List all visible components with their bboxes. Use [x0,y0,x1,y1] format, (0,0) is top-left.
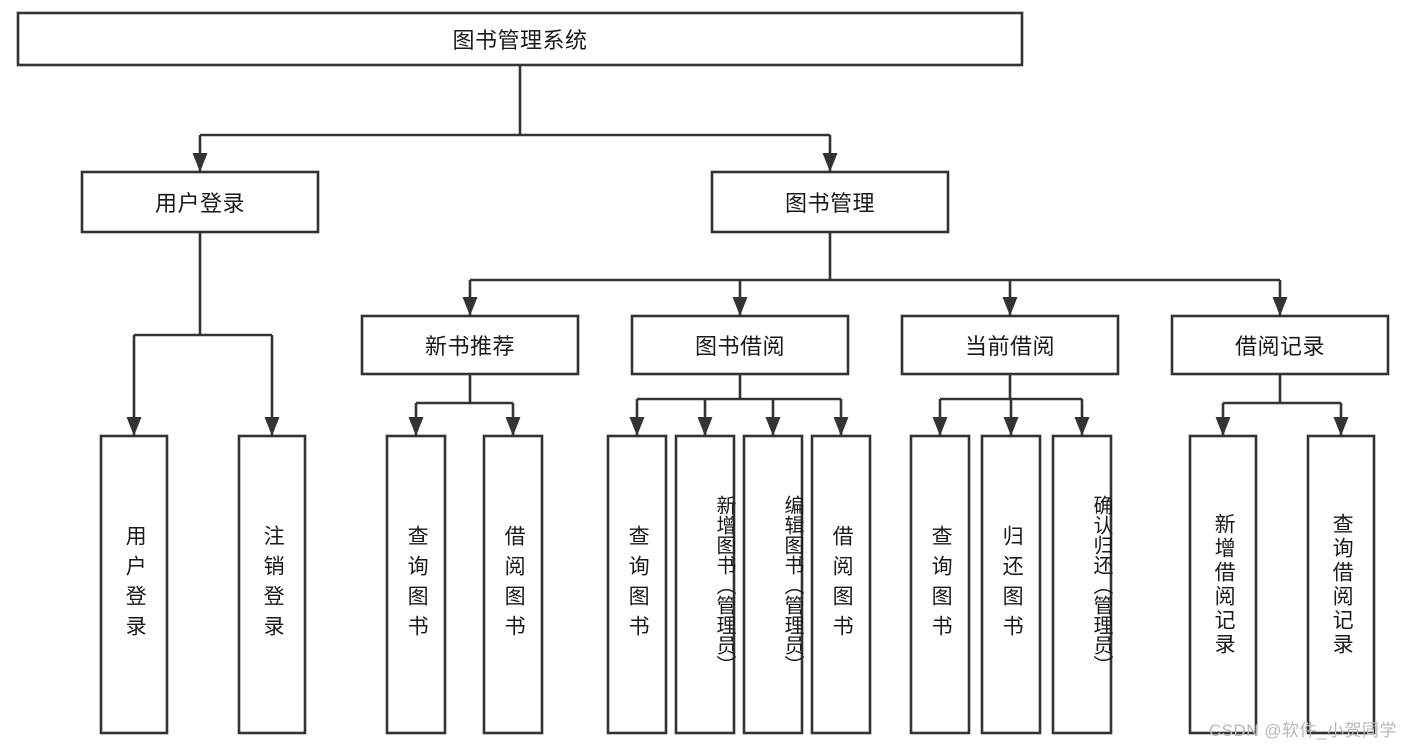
arrow-head-icon [1215,417,1231,436]
arrow-head-icon [697,417,713,436]
arrow-head-icon [822,153,838,172]
arrow-head-icon [629,417,645,436]
node-box-leaf-bw-edit[interactable] [742,434,804,735]
connector-layer [126,65,1349,436]
node-box-leaf-user-logout[interactable] [237,434,307,735]
arrow-head-icon [408,417,424,436]
node-box-current[interactable] [900,314,1120,376]
arrow-head-icon [1003,417,1019,436]
node-box-leaf-user-login[interactable] [99,434,169,735]
arrow-head-icon [765,417,781,436]
node-box-newbook[interactable] [360,314,580,376]
node-box-layer [16,11,1390,735]
node-box-leaf-bw-borrow[interactable] [810,434,872,735]
arrow-head-icon [126,417,142,436]
arrow-head-icon [462,297,478,316]
arrow-head-icon [192,153,208,172]
csdn-watermark: CSDN @软件_小贺同学 [1208,721,1397,740]
node-box-borrow[interactable] [630,314,850,376]
node-box-login[interactable] [80,170,320,234]
node-box-leaf-nb-borrow[interactable] [482,434,544,735]
arrow-head-icon [732,297,748,316]
arrow-head-icon [1002,297,1018,316]
arrow-head-icon [932,417,948,436]
node-box-leaf-nb-query[interactable] [385,434,447,735]
node-box-bookmgmt[interactable] [710,170,950,234]
node-box-leaf-bw-query[interactable] [606,434,668,735]
node-box-leaf-cur-confirm[interactable] [1051,434,1113,735]
node-box-root[interactable] [16,11,1024,67]
arrow-head-icon [1272,297,1288,316]
node-box-leaf-rec-query[interactable] [1306,434,1376,735]
node-box-records[interactable] [1170,314,1390,376]
arrow-head-icon [1333,417,1349,436]
node-box-leaf-bw-add[interactable] [674,434,736,735]
arrow-head-icon [505,417,521,436]
arrow-head-icon [264,417,280,436]
arrow-head-icon [833,417,849,436]
node-box-leaf-cur-return[interactable] [980,434,1042,735]
node-box-leaf-cur-query[interactable] [909,434,971,735]
node-box-leaf-rec-add[interactable] [1188,434,1258,735]
arrow-head-icon [1074,417,1090,436]
